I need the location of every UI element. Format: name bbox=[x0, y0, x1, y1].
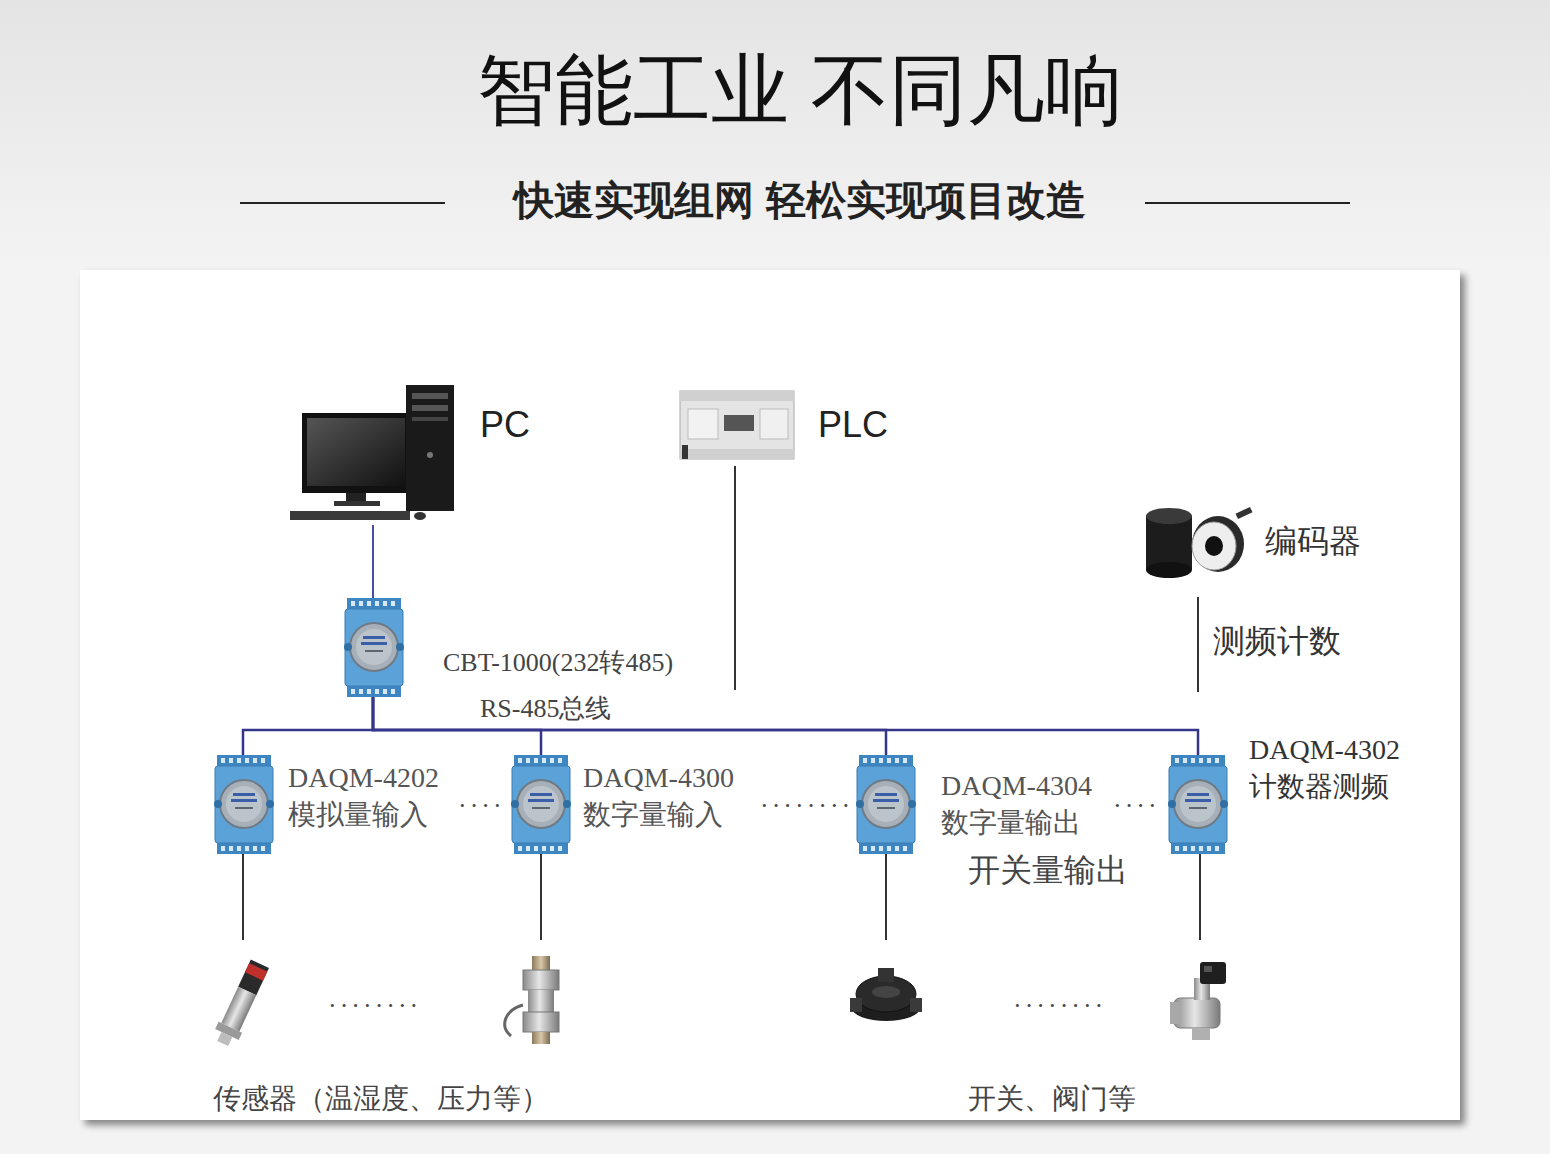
node-title: DAQM-4202 bbox=[288, 761, 439, 795]
io-module: DAQM-4300数字量输入 bbox=[510, 755, 572, 854]
subtitle-rule bbox=[1145, 202, 1350, 204]
note-label: ···· bbox=[458, 790, 505, 821]
plc-device: PLC bbox=[678, 385, 796, 463]
node-label: PC bbox=[480, 403, 531, 446]
node-label: DAQM-4300数字量输入 bbox=[583, 761, 734, 834]
pc-device: PC bbox=[290, 385, 455, 525]
note-label: ········ bbox=[760, 790, 853, 821]
device-wire bbox=[540, 852, 542, 940]
io-module: DAQM-4202模拟量输入 bbox=[213, 755, 275, 854]
rs485-bus-connector bbox=[243, 697, 373, 755]
node-label: CBT-1000(232转485) bbox=[443, 647, 674, 678]
node-label: DAQM-4202模拟量输入 bbox=[288, 761, 439, 834]
io-module: DAQM-4302计数器测频 bbox=[1167, 755, 1229, 854]
node-title: CBT-1000(232转485) bbox=[443, 647, 674, 678]
serial-connector bbox=[372, 525, 374, 598]
note-label: 开关、阀门等 bbox=[968, 1082, 1136, 1116]
node-label: DAQM-4302计数器测频 bbox=[1245, 731, 1412, 808]
note-label: RS-485总线 bbox=[480, 693, 611, 724]
node-title: 编码器 bbox=[1265, 522, 1361, 560]
rs485-bus-connector bbox=[373, 697, 886, 755]
node-title: DAQM-4300 bbox=[583, 761, 734, 795]
note-label: ········ bbox=[328, 990, 421, 1021]
node-label: 编码器 bbox=[1265, 522, 1361, 560]
enc-device: 编码器 bbox=[1140, 500, 1258, 580]
node-label: DAQM-4304数字量输出 bbox=[941, 769, 1092, 842]
device-wire bbox=[885, 852, 887, 940]
pressure-sensor bbox=[211, 958, 272, 1049]
node-icon bbox=[290, 385, 455, 525]
note-label: 开关量输出 bbox=[968, 851, 1128, 889]
node-title: DAQM-4302 bbox=[1249, 733, 1408, 767]
encoder-line bbox=[1197, 597, 1199, 692]
node-subtitle: 计数器测频 bbox=[1249, 770, 1408, 804]
plc-line bbox=[734, 466, 736, 690]
node-icon bbox=[343, 598, 405, 697]
pulse-valve bbox=[850, 968, 922, 1021]
node-subtitle: 数字量输出 bbox=[941, 806, 1092, 840]
node-title: PLC bbox=[818, 403, 889, 446]
node-icon bbox=[213, 755, 275, 854]
device-wire bbox=[1199, 852, 1201, 940]
page-title: 智能工业 不同凡响 bbox=[300, 44, 1300, 138]
node-icon bbox=[510, 755, 572, 854]
io-module: CBT-1000(232转485) bbox=[343, 598, 405, 697]
node-label: PLC bbox=[818, 403, 889, 446]
solenoid-valve bbox=[1170, 962, 1226, 1040]
subtitle: 快速实现组网 轻松实现项目改造 bbox=[300, 176, 1300, 224]
node-icon bbox=[1167, 755, 1229, 854]
note-label: 测频计数 bbox=[1213, 622, 1341, 660]
node-title: DAQM-4304 bbox=[941, 769, 1092, 803]
note-label: ···· bbox=[1113, 790, 1160, 821]
note-label: 传感器（温湿度、压力等） bbox=[213, 1082, 549, 1116]
note-label: ········ bbox=[1013, 990, 1106, 1021]
load-cell bbox=[505, 956, 559, 1044]
node-icon bbox=[678, 385, 796, 463]
node-subtitle: 数字量输入 bbox=[583, 798, 734, 832]
node-icon bbox=[855, 755, 917, 854]
device-wire bbox=[242, 852, 244, 940]
io-module: DAQM-4304数字量输出 bbox=[855, 755, 917, 854]
node-subtitle: 模拟量输入 bbox=[288, 798, 439, 832]
node-icon bbox=[1140, 500, 1258, 580]
node-title: PC bbox=[480, 403, 531, 446]
subtitle-rule bbox=[240, 202, 445, 204]
